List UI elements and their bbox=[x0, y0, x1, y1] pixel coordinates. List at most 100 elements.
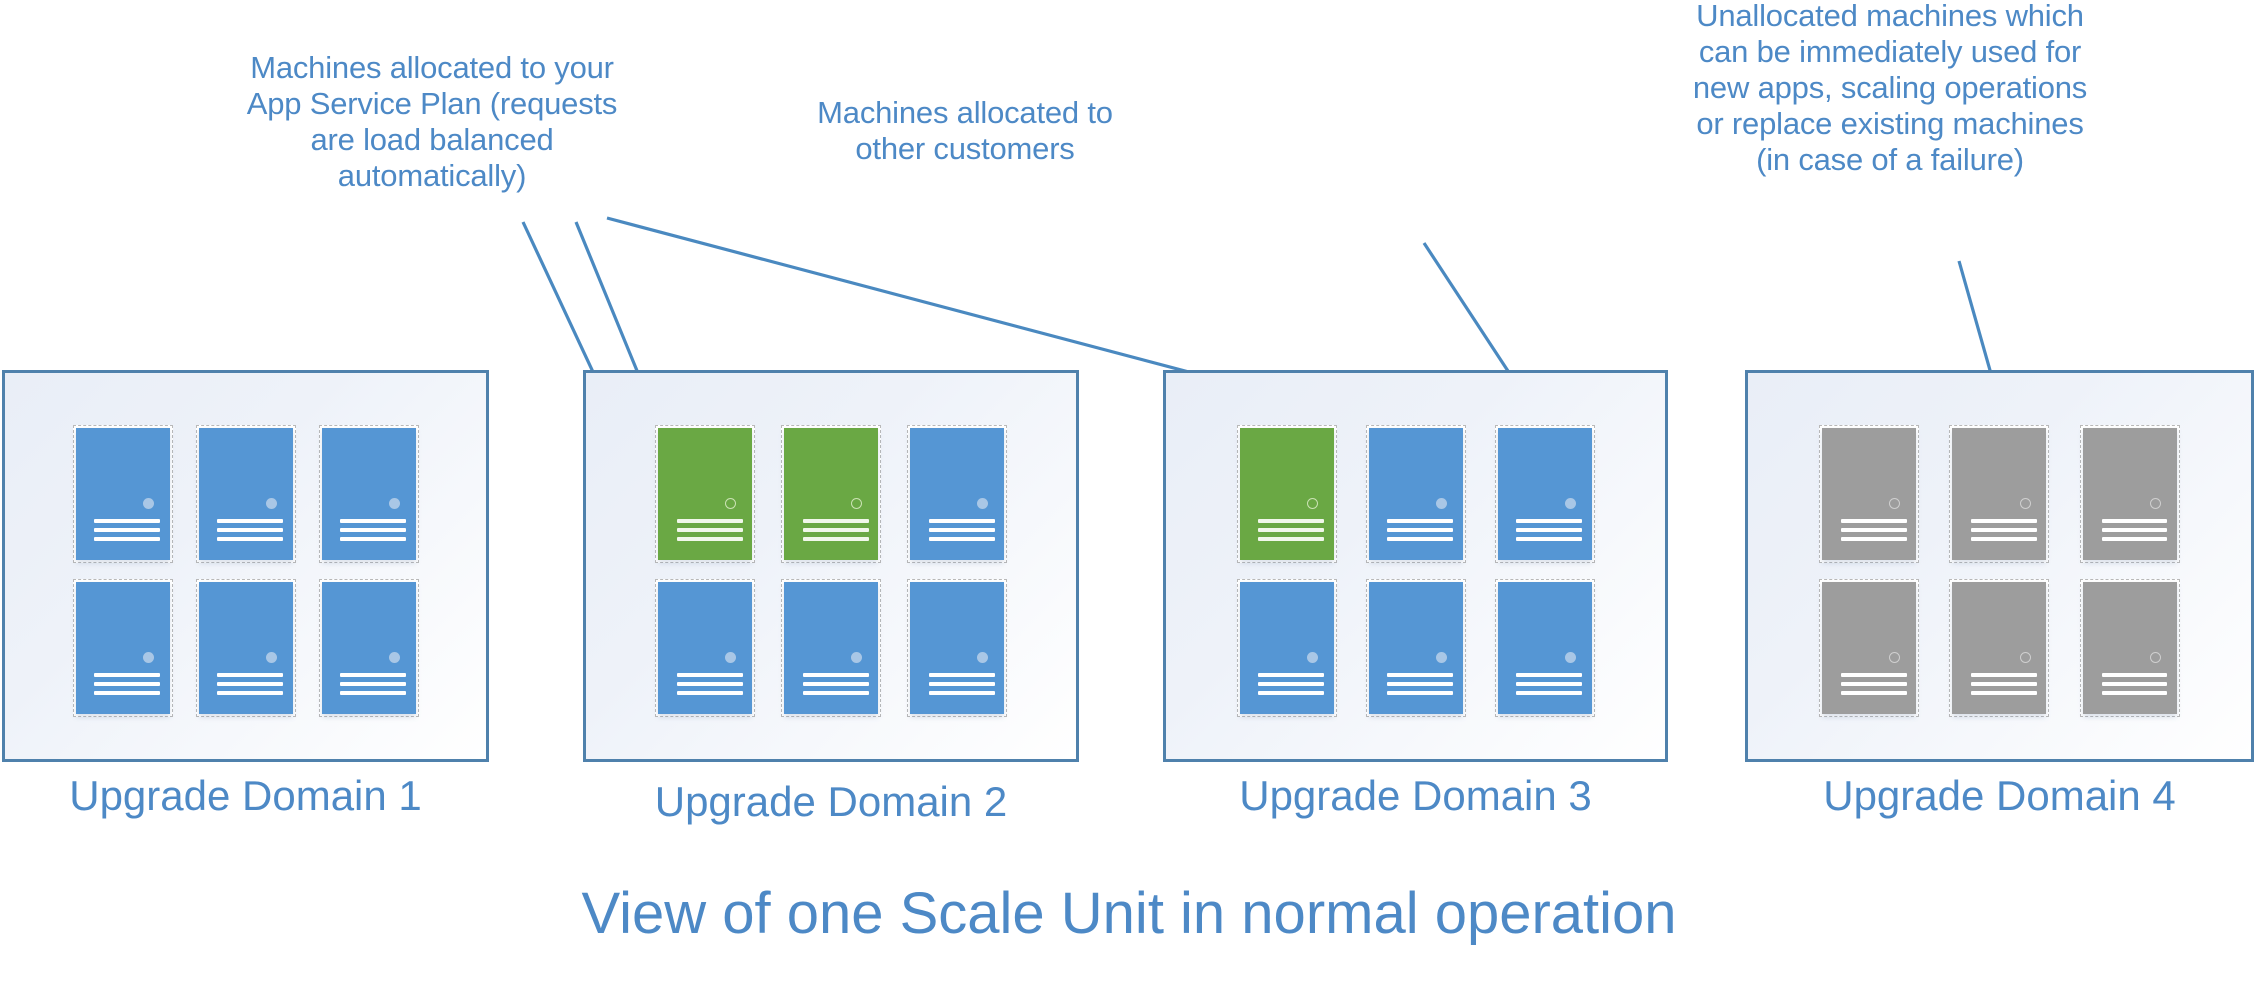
machine-icon[interactable] bbox=[2082, 582, 2177, 714]
machine-icon[interactable] bbox=[658, 582, 752, 714]
machine-slot[interactable] bbox=[1819, 425, 1920, 563]
machine-slot[interactable] bbox=[1949, 425, 2050, 563]
vent-lines-icon bbox=[340, 519, 407, 546]
power-button-icon bbox=[2019, 497, 2031, 509]
machine-slot[interactable] bbox=[1236, 579, 1337, 717]
vent-lines-icon bbox=[1971, 519, 2038, 546]
vent-lines-icon bbox=[1258, 673, 1325, 700]
power-button-icon bbox=[142, 651, 154, 663]
machine-icon[interactable] bbox=[75, 582, 170, 714]
power-button-icon bbox=[388, 497, 400, 509]
vent-lines-icon bbox=[676, 519, 743, 546]
vent-lines-icon bbox=[2101, 519, 2168, 546]
power-button-icon bbox=[265, 497, 277, 509]
vent-lines-icon bbox=[94, 673, 161, 700]
power-button-icon bbox=[1306, 497, 1318, 509]
machine-icon[interactable] bbox=[784, 582, 878, 714]
machine-icon[interactable] bbox=[1239, 428, 1334, 560]
power-button-icon bbox=[851, 651, 863, 663]
machine-icon[interactable] bbox=[1368, 428, 1463, 560]
machine-slot[interactable] bbox=[1494, 425, 1595, 563]
power-button-icon bbox=[2149, 497, 2161, 509]
vent-lines-icon bbox=[217, 673, 284, 700]
machine-grid-4 bbox=[1748, 373, 2251, 759]
callout-unallocated-machines: Unallocated machines which can be immedi… bbox=[1692, 0, 2088, 177]
vent-lines-icon bbox=[340, 673, 407, 700]
machine-slot[interactable] bbox=[195, 425, 296, 563]
machine-icon[interactable] bbox=[321, 582, 416, 714]
machine-icon[interactable] bbox=[75, 428, 170, 560]
machine-icon[interactable] bbox=[910, 582, 1004, 714]
power-button-icon bbox=[977, 497, 989, 509]
power-button-icon bbox=[2149, 651, 2161, 663]
machine-icon[interactable] bbox=[2082, 428, 2177, 560]
machine-icon[interactable] bbox=[1952, 582, 2047, 714]
machine-slot[interactable] bbox=[655, 425, 755, 563]
machine-icon[interactable] bbox=[1239, 582, 1334, 714]
machine-slot[interactable] bbox=[318, 425, 419, 563]
machine-slot[interactable] bbox=[1365, 425, 1466, 563]
vent-lines-icon bbox=[1387, 519, 1454, 546]
machine-icon[interactable] bbox=[784, 428, 878, 560]
upgrade-domain-3-box bbox=[1163, 370, 1668, 762]
power-button-icon bbox=[388, 651, 400, 663]
power-button-icon bbox=[142, 497, 154, 509]
machine-icon[interactable] bbox=[910, 428, 1004, 560]
vent-lines-icon bbox=[928, 519, 995, 546]
power-button-icon bbox=[2019, 651, 2031, 663]
vent-lines-icon bbox=[2101, 673, 2168, 700]
machine-icon[interactable] bbox=[1368, 582, 1463, 714]
machine-slot[interactable] bbox=[2079, 579, 2180, 717]
vent-lines-icon bbox=[1840, 519, 1907, 546]
vent-lines-icon bbox=[928, 673, 995, 700]
power-button-icon bbox=[1435, 651, 1447, 663]
upgrade-domain-4-box bbox=[1745, 370, 2254, 762]
machine-slot[interactable] bbox=[318, 579, 419, 717]
power-button-icon bbox=[1435, 497, 1447, 509]
upgrade-domain-2-label: Upgrade Domain 2 bbox=[654, 778, 1008, 825]
vent-lines-icon bbox=[802, 519, 869, 546]
machine-icon[interactable] bbox=[1497, 582, 1592, 714]
power-button-icon bbox=[1889, 651, 1901, 663]
vent-lines-icon bbox=[94, 519, 161, 546]
machine-grid-2 bbox=[586, 373, 1076, 759]
machine-slot[interactable] bbox=[1819, 579, 1920, 717]
machine-slot[interactable] bbox=[195, 579, 296, 717]
machine-slot[interactable] bbox=[1236, 425, 1337, 563]
machine-slot[interactable] bbox=[1365, 579, 1466, 717]
vent-lines-icon bbox=[802, 673, 869, 700]
upgrade-domain-4-label: Upgrade Domain 4 bbox=[1823, 772, 2176, 819]
machine-slot[interactable] bbox=[2079, 425, 2180, 563]
arrow-app-to-domain3 bbox=[606, 216, 1294, 407]
machine-grid-3 bbox=[1166, 373, 1665, 759]
power-button-icon bbox=[725, 651, 737, 663]
machine-slot[interactable] bbox=[907, 425, 1007, 563]
machine-slot[interactable] bbox=[72, 579, 173, 717]
upgrade-domain-2-box bbox=[583, 370, 1079, 762]
machine-slot[interactable] bbox=[781, 579, 881, 717]
machine-icon[interactable] bbox=[1822, 428, 1917, 560]
machine-slot[interactable] bbox=[655, 579, 755, 717]
machine-slot[interactable] bbox=[1494, 579, 1595, 717]
vent-lines-icon bbox=[217, 519, 284, 546]
vent-lines-icon bbox=[1971, 673, 2038, 700]
machine-slot[interactable] bbox=[1949, 579, 2050, 717]
machine-slot[interactable] bbox=[907, 579, 1007, 717]
vent-lines-icon bbox=[1516, 519, 1583, 546]
machine-slot[interactable] bbox=[781, 425, 881, 563]
machine-icon[interactable] bbox=[1822, 582, 1917, 714]
machine-slot[interactable] bbox=[72, 425, 173, 563]
machine-icon[interactable] bbox=[198, 428, 293, 560]
power-button-icon bbox=[725, 497, 737, 509]
machine-icon[interactable] bbox=[1952, 428, 2047, 560]
machine-icon[interactable] bbox=[198, 582, 293, 714]
vent-lines-icon bbox=[1387, 673, 1454, 700]
machine-icon[interactable] bbox=[1497, 428, 1592, 560]
machine-icon[interactable] bbox=[658, 428, 752, 560]
power-button-icon bbox=[1564, 651, 1576, 663]
machine-icon[interactable] bbox=[321, 428, 416, 560]
upgrade-domain-3-label: Upgrade Domain 3 bbox=[1239, 772, 1592, 819]
power-button-icon bbox=[977, 651, 989, 663]
upgrade-domain-1-label: Upgrade Domain 1 bbox=[69, 772, 422, 819]
power-button-icon bbox=[265, 651, 277, 663]
